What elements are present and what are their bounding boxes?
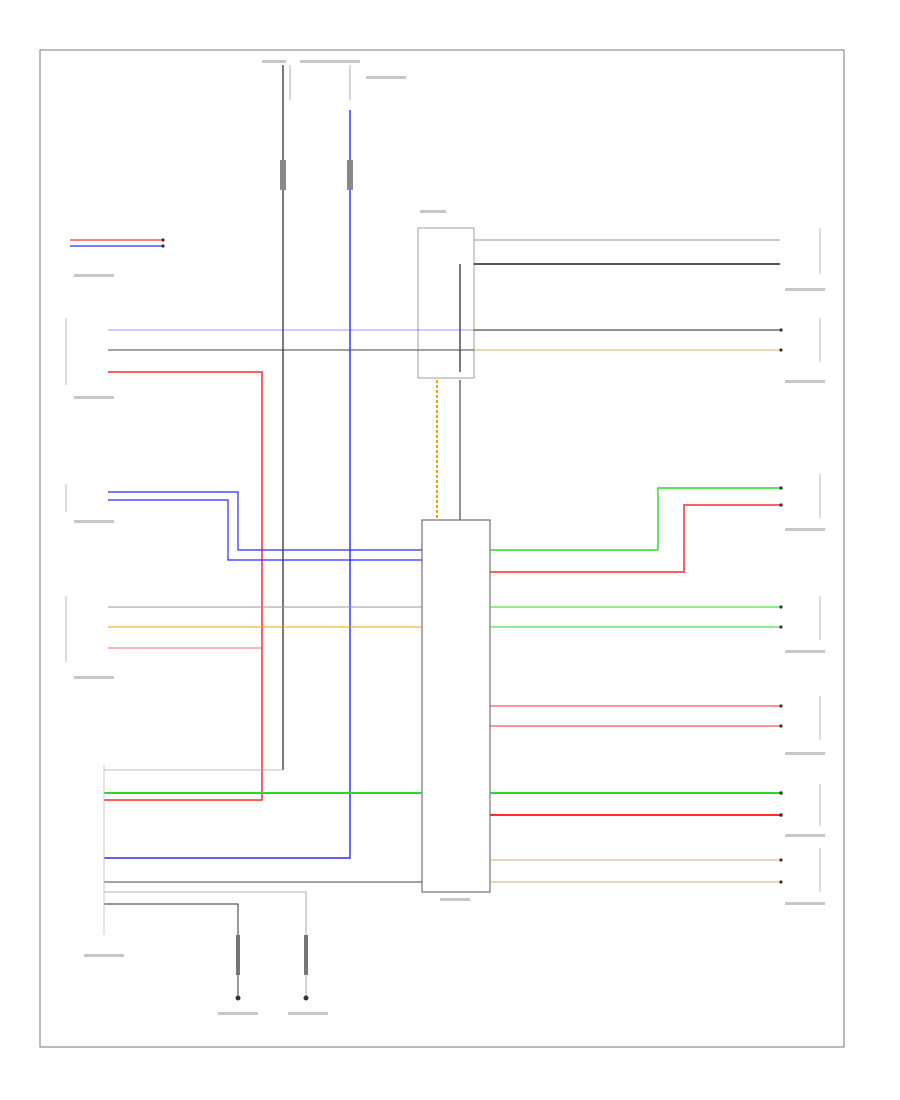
right-upper-green-red — [490, 486, 783, 573]
red-power-wire — [104, 371, 263, 801]
ground-wires — [104, 891, 309, 1001]
legend-wires — [70, 238, 165, 248]
blue-pair-wires — [108, 491, 422, 561]
central-module-box — [421, 519, 491, 893]
can-bus-upper — [108, 328, 783, 352]
diagram-border — [39, 49, 845, 1048]
unreadable-labels — [74, 60, 825, 1015]
bottom-row-wires — [104, 858, 783, 884]
lower-red-wires — [490, 704, 783, 728]
mid-row-wires — [108, 605, 783, 649]
red-row-815 — [490, 813, 783, 817]
upper-junction-box — [417, 227, 780, 379]
top-feed-wires — [104, 65, 353, 859]
green-main-wire — [104, 791, 783, 795]
